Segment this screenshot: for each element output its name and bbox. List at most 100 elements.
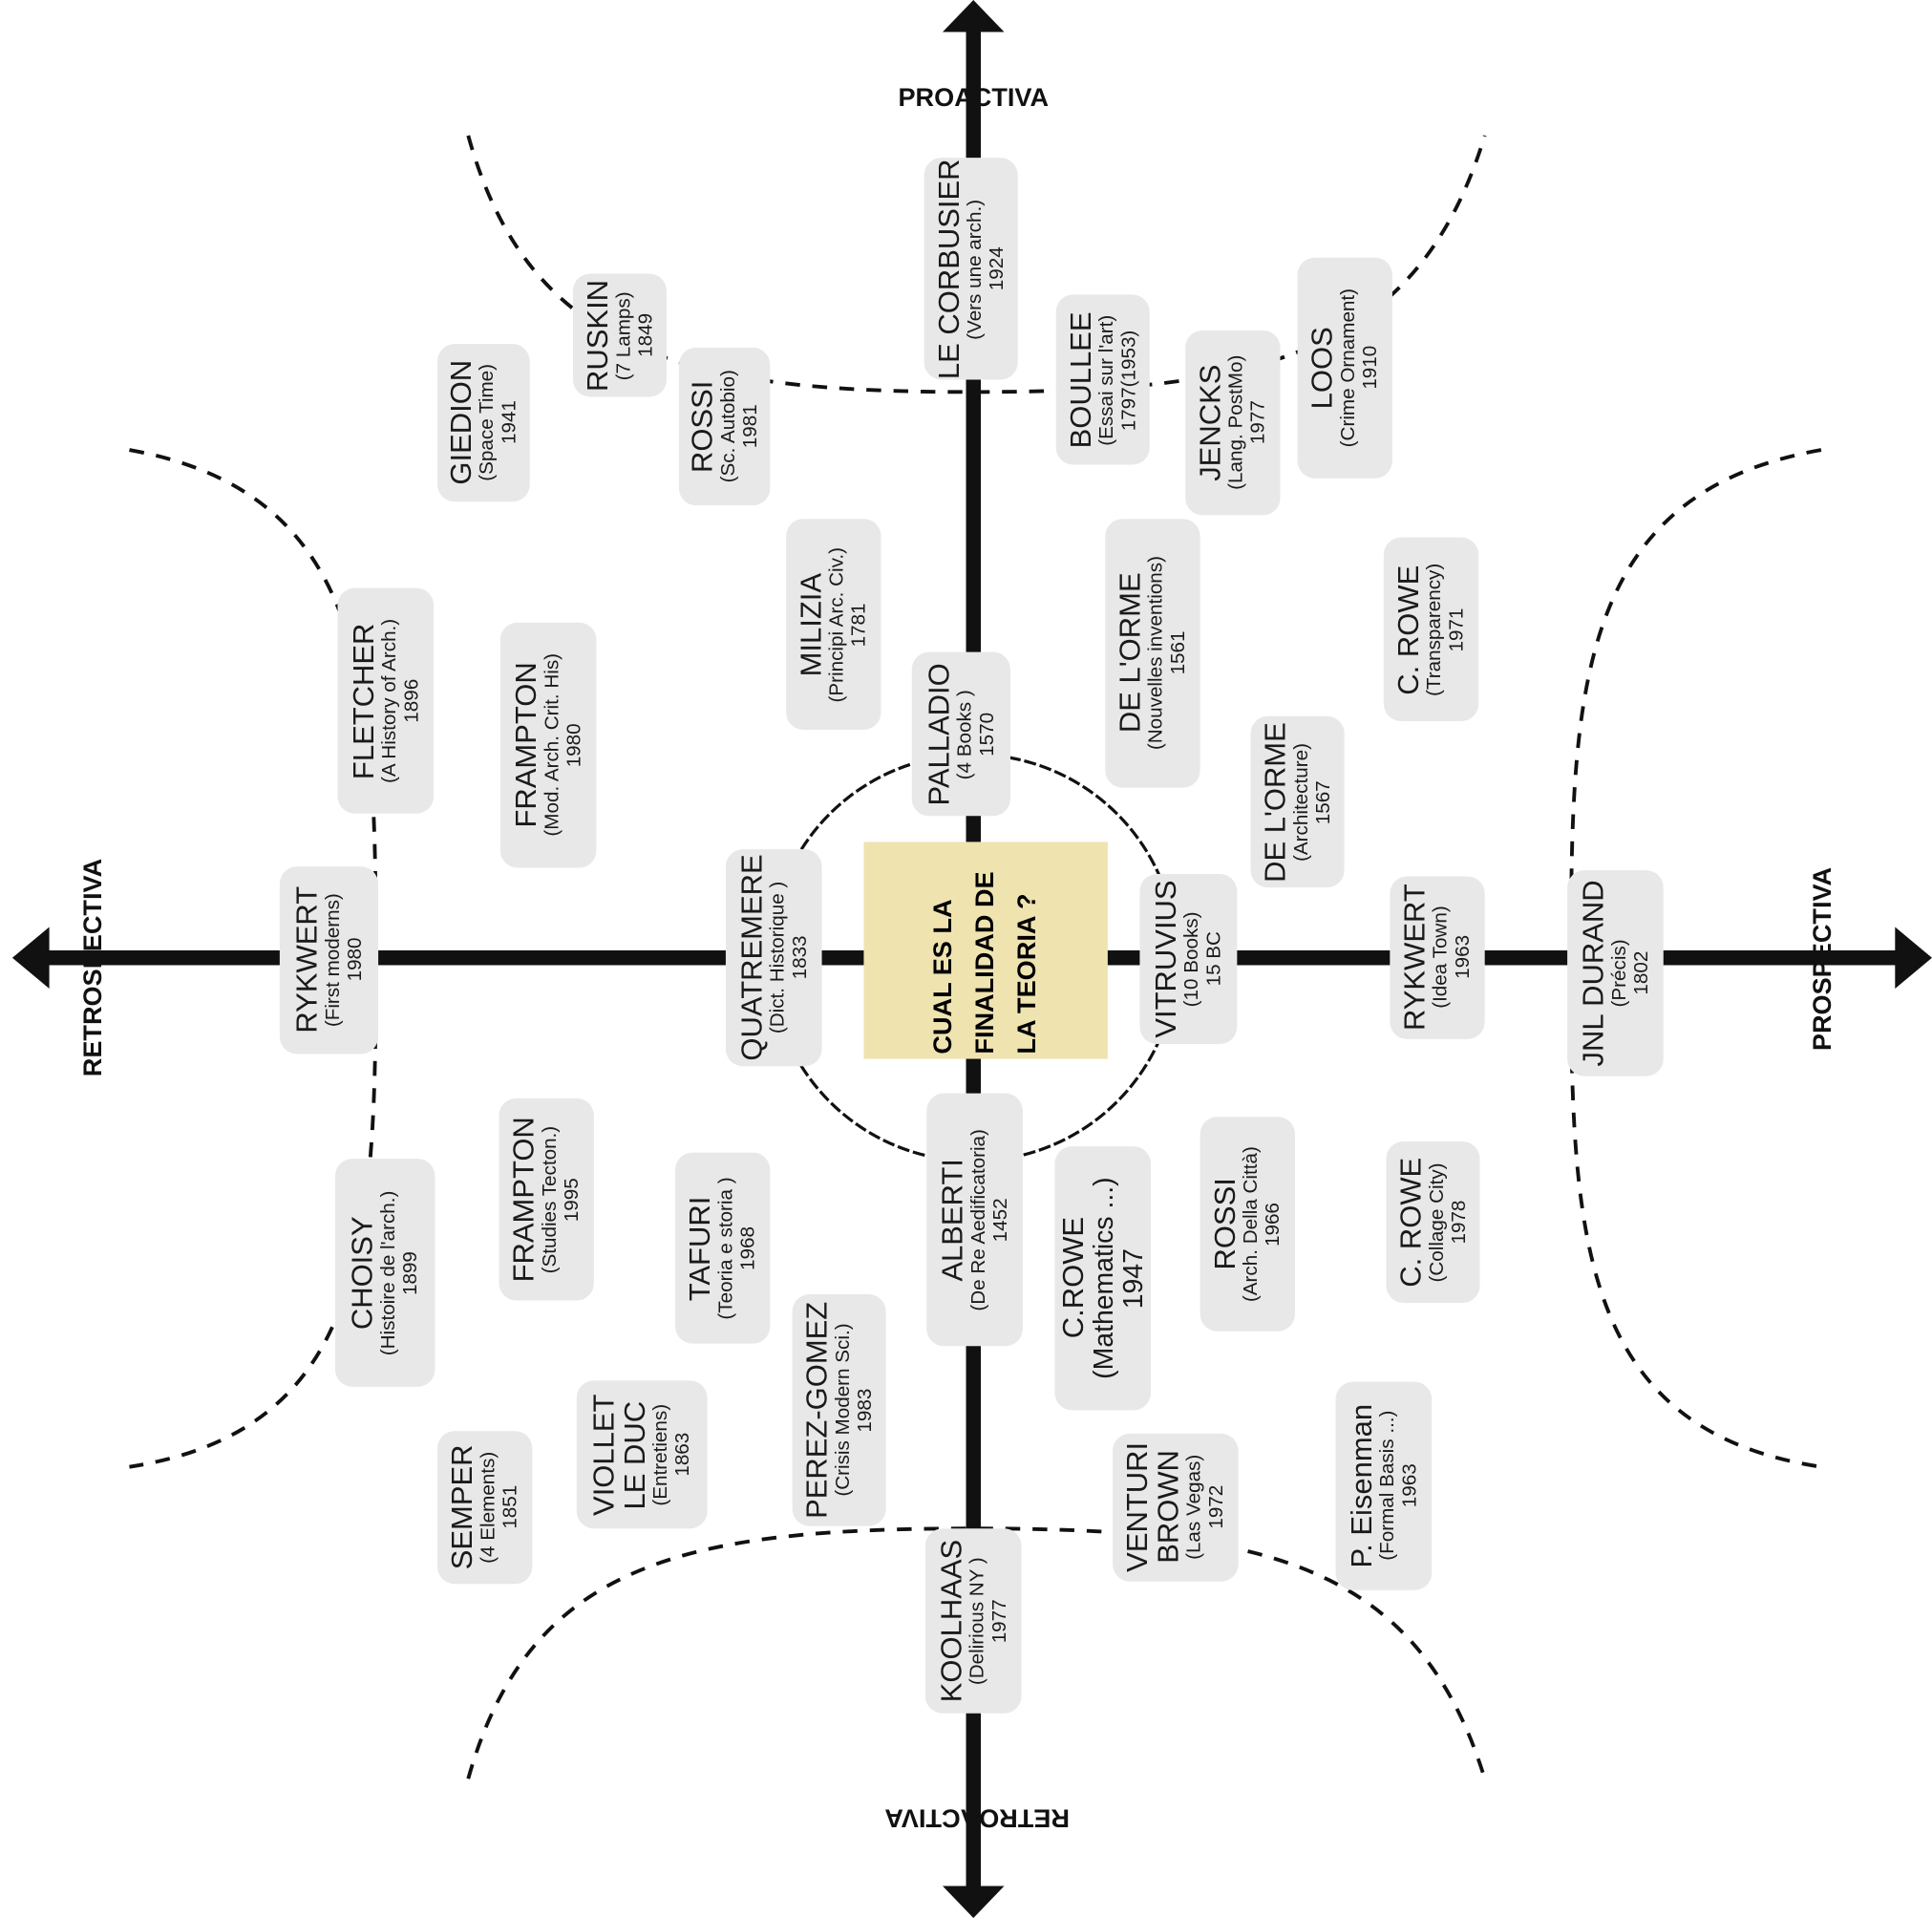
author-name: MILIZIA (795, 572, 829, 676)
author-name: KOOLHAAS (934, 1539, 968, 1703)
author-name: JENCKS (1194, 364, 1228, 481)
author-name: TAFURI (684, 1195, 717, 1301)
author-work: (10 Books) (1181, 911, 1203, 1007)
author-name: BOULLEE (1064, 311, 1097, 448)
author-card: GIEDION(Space Time)1941 (437, 344, 530, 502)
author-name: P. Eisenman (1345, 1403, 1379, 1568)
author-year: 1452 (989, 1197, 1011, 1242)
author-work: (Transparency) (1424, 563, 1446, 696)
author-card: C. ROWE(Transparency)1971 (1383, 537, 1479, 721)
author-card: KOOLHAAS(Delirious NY )1977 (924, 1528, 1022, 1714)
axis-label-left: RETROSPECTIVA (78, 858, 108, 1077)
author-name: JNL DURAND (1576, 880, 1610, 1067)
author-year: 1977 (1247, 400, 1269, 445)
author-name: VIOLLET (587, 1394, 622, 1516)
author-work: (Sc. Autobio) (717, 370, 739, 483)
author-year: 1781 (848, 602, 870, 647)
author-year: 1977 (988, 1599, 1010, 1643)
author-name: SEMPER (446, 1444, 479, 1570)
author-year: 1910 (1360, 346, 1382, 391)
author-name: RYKWERT (289, 886, 324, 1034)
author-card: PALLADIO(4 Books )1570 (911, 651, 1010, 817)
author-work: (De Re Aedificatoria) (967, 1128, 989, 1311)
author-name: RYKWERT (1398, 884, 1433, 1032)
author-card: PEREZ-GOMEZ(Crisis Modern Sci.)1983 (792, 1294, 886, 1526)
author-year: 1947 (1116, 1247, 1148, 1309)
author-card: FLETCHER(A History of Arch.)1896 (337, 587, 435, 814)
author-work: (Nouvelles inventions) (1145, 556, 1167, 751)
author-year: 1963 (1453, 935, 1475, 980)
author-year: 1971 (1446, 607, 1468, 651)
author-year: 1980 (563, 723, 585, 768)
author-card: LE CORBUSIER(Vers une arch.)1924 (924, 158, 1018, 380)
author-year: 1968 (737, 1225, 759, 1270)
author-year: 1978 (1448, 1200, 1470, 1245)
author-year: 1972 (1206, 1485, 1228, 1530)
author-year: 1995 (562, 1177, 584, 1222)
author-year: 1896 (400, 678, 422, 723)
arrow-right-icon (1895, 927, 1932, 989)
axis-label-bottom: RETROACTIVA (884, 1803, 1070, 1832)
author-card: C.ROWE(Mathematics ...)1947 (1054, 1146, 1152, 1411)
central-question-line: CUAL ES LA (928, 899, 958, 1055)
author-card: C. ROWE(Collage City)1978 (1386, 1141, 1480, 1304)
author-card: CHOISY(Histoire de l'arch.)1899 (334, 1159, 435, 1387)
author-year: 1966 (1263, 1202, 1284, 1247)
author-name: LOOS (1306, 327, 1340, 410)
author-card: SEMPER(4 Elements)1851 (437, 1431, 533, 1585)
author-year: 1567 (1312, 779, 1334, 824)
author-work: (Essai sur l'art) (1095, 313, 1117, 445)
author-name: VENTURI (1121, 1442, 1155, 1573)
author-work: (Crisis Modern Sci.) (832, 1323, 854, 1497)
author-work: (Arch. Della Città) (1241, 1146, 1263, 1302)
central-question-line: LA TEORIA ? (1012, 893, 1042, 1055)
author-work: (Entretiens) (650, 1403, 672, 1506)
author-name: ALBERTI (935, 1158, 969, 1282)
author-name: PEREZ-GOMEZ (799, 1301, 834, 1519)
author-card: VITRUVIUS(10 Books)15 BC (1139, 873, 1238, 1045)
author-work: (First moderns) (322, 893, 344, 1028)
author-name: VITRUVIUS (1149, 880, 1183, 1038)
author-card: ALBERTI(De Re Aedificatoria)1452 (926, 1093, 1023, 1347)
author-year: 1981 (739, 404, 761, 449)
author-name: PALLADIO (922, 662, 956, 806)
author-card: QUATREMERE(Dict. Historique )1833 (725, 849, 822, 1067)
author-card: RYKWERT(First moderns)1980 (279, 866, 379, 1055)
author-year: 1980 (344, 938, 366, 983)
author-name: LE CORBUSIER (932, 159, 966, 379)
author-card: JENCKS(Lang. PostMo)1977 (1185, 330, 1281, 516)
author-name: RUSKIN (581, 279, 615, 392)
central-question-line: FINALIDAD DE (970, 871, 1000, 1055)
author-year: 1802 (1630, 950, 1652, 995)
author-name: BROWN (1152, 1450, 1186, 1565)
author-work: (Las Vegas) (1183, 1455, 1205, 1561)
author-card: ROSSI(Arch. Della Città)1966 (1200, 1117, 1296, 1332)
author-year: 1570 (976, 712, 998, 757)
author-work: (Formal Basis ...) (1376, 1411, 1398, 1562)
author-year: 1941 (499, 400, 520, 445)
author-year: 1983 (854, 1388, 876, 1433)
arrow-down-icon (943, 1886, 1005, 1918)
author-year: 1851 (499, 1485, 521, 1530)
author-name: LE DUC (618, 1399, 652, 1509)
author-work: (Studies Tecton.) (540, 1125, 562, 1273)
author-card: JNL DURAND(Précis)1802 (1567, 870, 1664, 1076)
author-work: (Vers une arch.) (964, 198, 986, 339)
author-name: DE L'ORME (1258, 721, 1292, 883)
author-card: P. Eisenman(Formal Basis ...)1963 (1335, 1381, 1433, 1590)
author-work: (Histoire de l'arch.) (378, 1190, 400, 1355)
author-work: (Mathematics ...) (1087, 1177, 1118, 1379)
author-name: GIEDION (444, 360, 478, 486)
author-work: (Teoria e storia ) (715, 1177, 737, 1320)
central-question: CUAL ES LA FINALIDAD DE LA TEORIA ? (863, 842, 1108, 1059)
author-work: (Mod. Arch. Crit. His) (541, 653, 563, 837)
author-name: C. ROWE (1391, 564, 1426, 694)
author-year: 1963 (1399, 1463, 1420, 1508)
author-name: FRAMPTON (509, 662, 543, 828)
author-work: (Idea Town) (1430, 906, 1452, 1010)
author-work: (Lang. PostMo) (1225, 355, 1247, 491)
author-work: (7 Lamps) (612, 290, 634, 380)
arrow-left-icon (11, 927, 50, 989)
author-work: (Précis) (1608, 939, 1630, 1008)
